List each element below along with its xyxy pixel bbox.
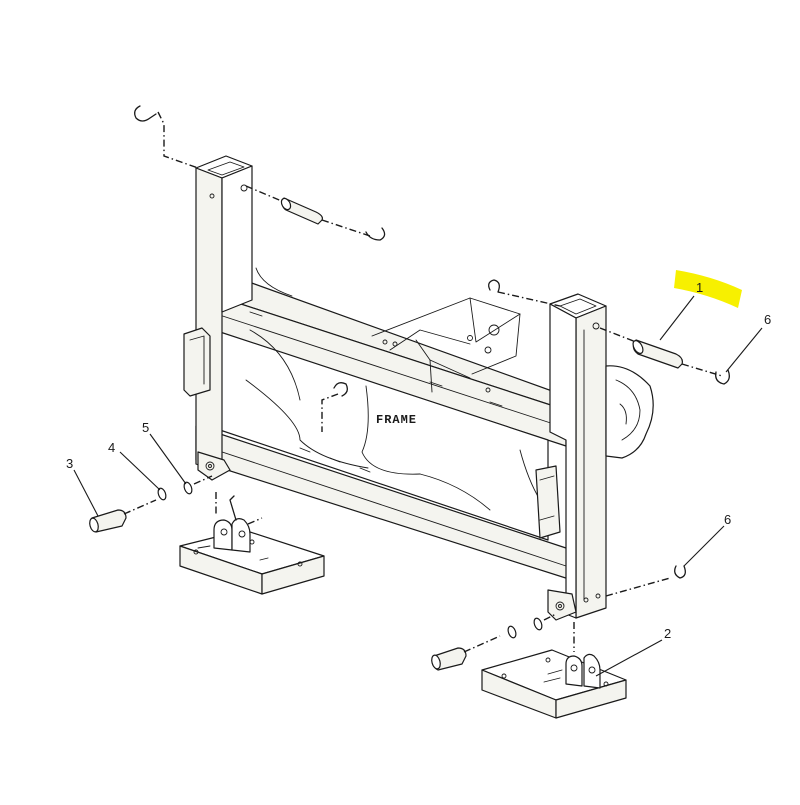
callout-5: 5: [142, 420, 149, 435]
top-right-pin-assembly: [488, 279, 730, 385]
top-left-pin-assembly: [134, 105, 386, 241]
bottom-right-pin-assembly: [431, 565, 686, 671]
callout-6-bottom: 6: [724, 512, 731, 527]
right-post: [535, 293, 654, 621]
base-plate-right: [481, 622, 627, 719]
callout-3: 3: [66, 456, 73, 471]
left-post: [183, 155, 253, 481]
callout-leaders: [73, 295, 763, 677]
frame-label: FRAME: [376, 413, 417, 427]
callout-6-top: 6: [764, 312, 771, 327]
frame-body: [195, 267, 573, 581]
callout-4: 4: [108, 440, 115, 455]
callout-1: 1: [696, 280, 703, 295]
base-plate-left: [179, 492, 325, 595]
bottom-left-pin-assembly: [89, 475, 213, 533]
highlight-marker: [674, 270, 742, 308]
center-clip: [321, 382, 348, 432]
callout-2: 2: [664, 626, 671, 641]
